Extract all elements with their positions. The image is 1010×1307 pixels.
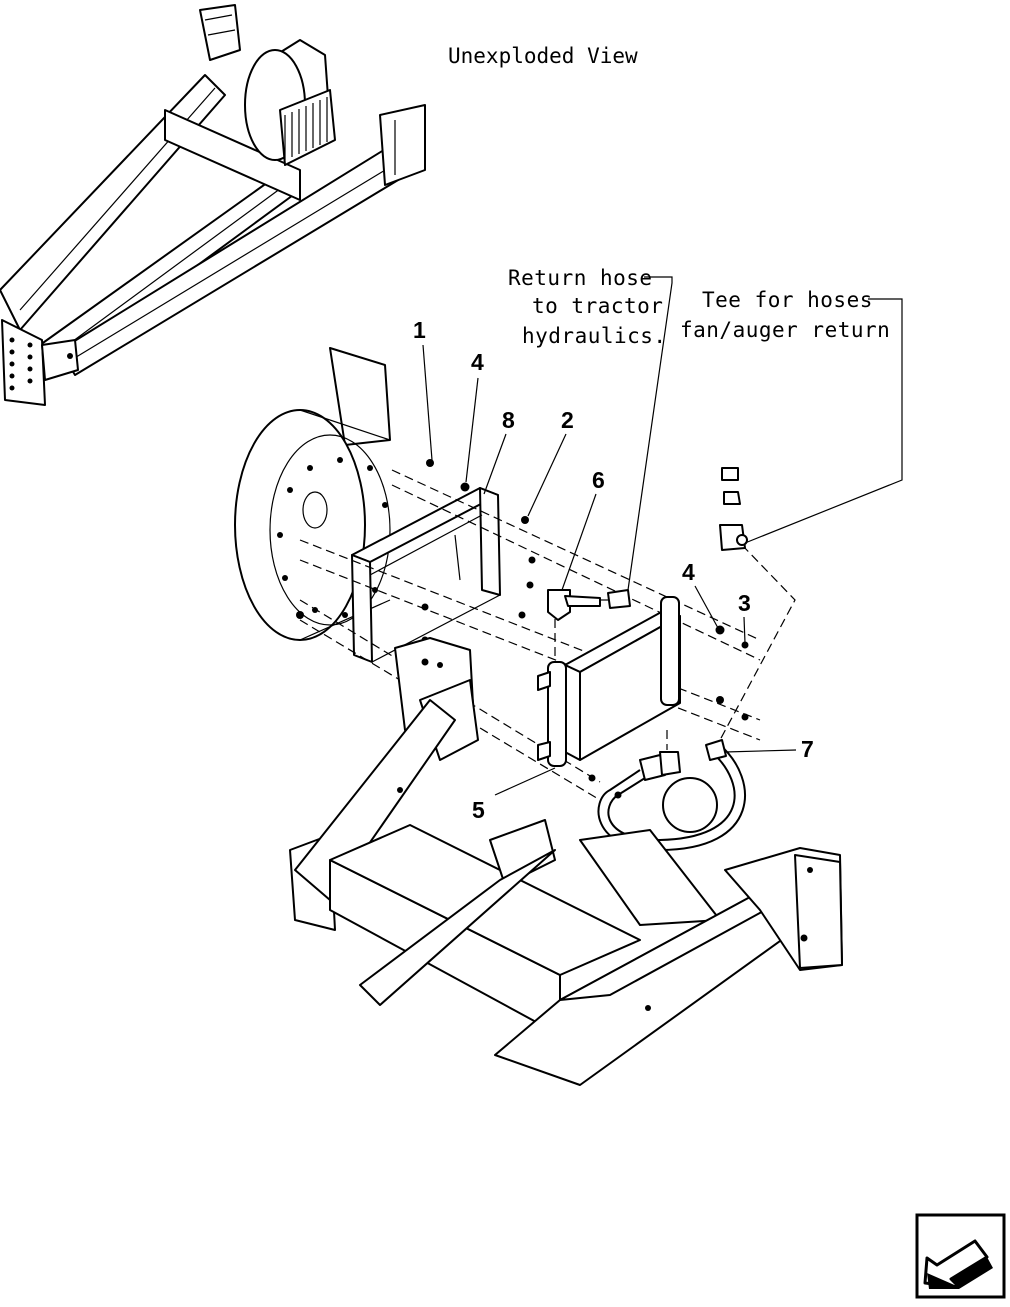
callout-1-leader bbox=[422, 344, 433, 461]
callout-2: 2 bbox=[561, 407, 574, 433]
callout-2-leader bbox=[527, 433, 567, 517]
unexploded-view-drawing bbox=[0, 4, 426, 406]
callout-4-upper: 4 bbox=[471, 349, 484, 375]
callout-5: 5 bbox=[472, 797, 485, 823]
return-hose-note-line2: to tractor bbox=[532, 294, 663, 318]
tee-leader-line bbox=[744, 298, 903, 544]
next-page-button[interactable] bbox=[915, 1213, 1006, 1299]
callout-4-lower-leader bbox=[694, 585, 719, 629]
tee-note: Tee for hoses fan/auger return bbox=[680, 288, 890, 342]
callout-7-leader bbox=[724, 749, 797, 753]
callout-8-leader bbox=[483, 433, 507, 495]
callout-4-lower: 4 bbox=[682, 559, 695, 585]
callout-7: 7 bbox=[801, 736, 814, 762]
next-page-arrow-icon bbox=[915, 1213, 1006, 1299]
return-hose-leader-line bbox=[627, 276, 673, 591]
return-hose-note-line3: hydraulics. bbox=[522, 324, 667, 348]
tee-note-line2: fan/auger return bbox=[680, 318, 890, 342]
callout-6-leader bbox=[561, 493, 597, 591]
return-hose-note-line1: Return hose bbox=[508, 266, 653, 290]
exploded-view-drawing bbox=[234, 347, 843, 1086]
callout-5-leader bbox=[494, 767, 556, 796]
callout-4-upper-leader bbox=[465, 377, 479, 483]
callout-6: 6 bbox=[592, 467, 605, 493]
callout-8: 8 bbox=[502, 407, 515, 433]
callout-3: 3 bbox=[738, 590, 751, 616]
callout-3-leader bbox=[743, 616, 746, 644]
tee-note-line1: Tee for hoses bbox=[702, 288, 873, 312]
return-hose-note: Return hose to tractor hydraulics. bbox=[508, 266, 667, 348]
view-title: Unexploded View bbox=[448, 44, 638, 68]
callout-1: 1 bbox=[413, 317, 426, 343]
